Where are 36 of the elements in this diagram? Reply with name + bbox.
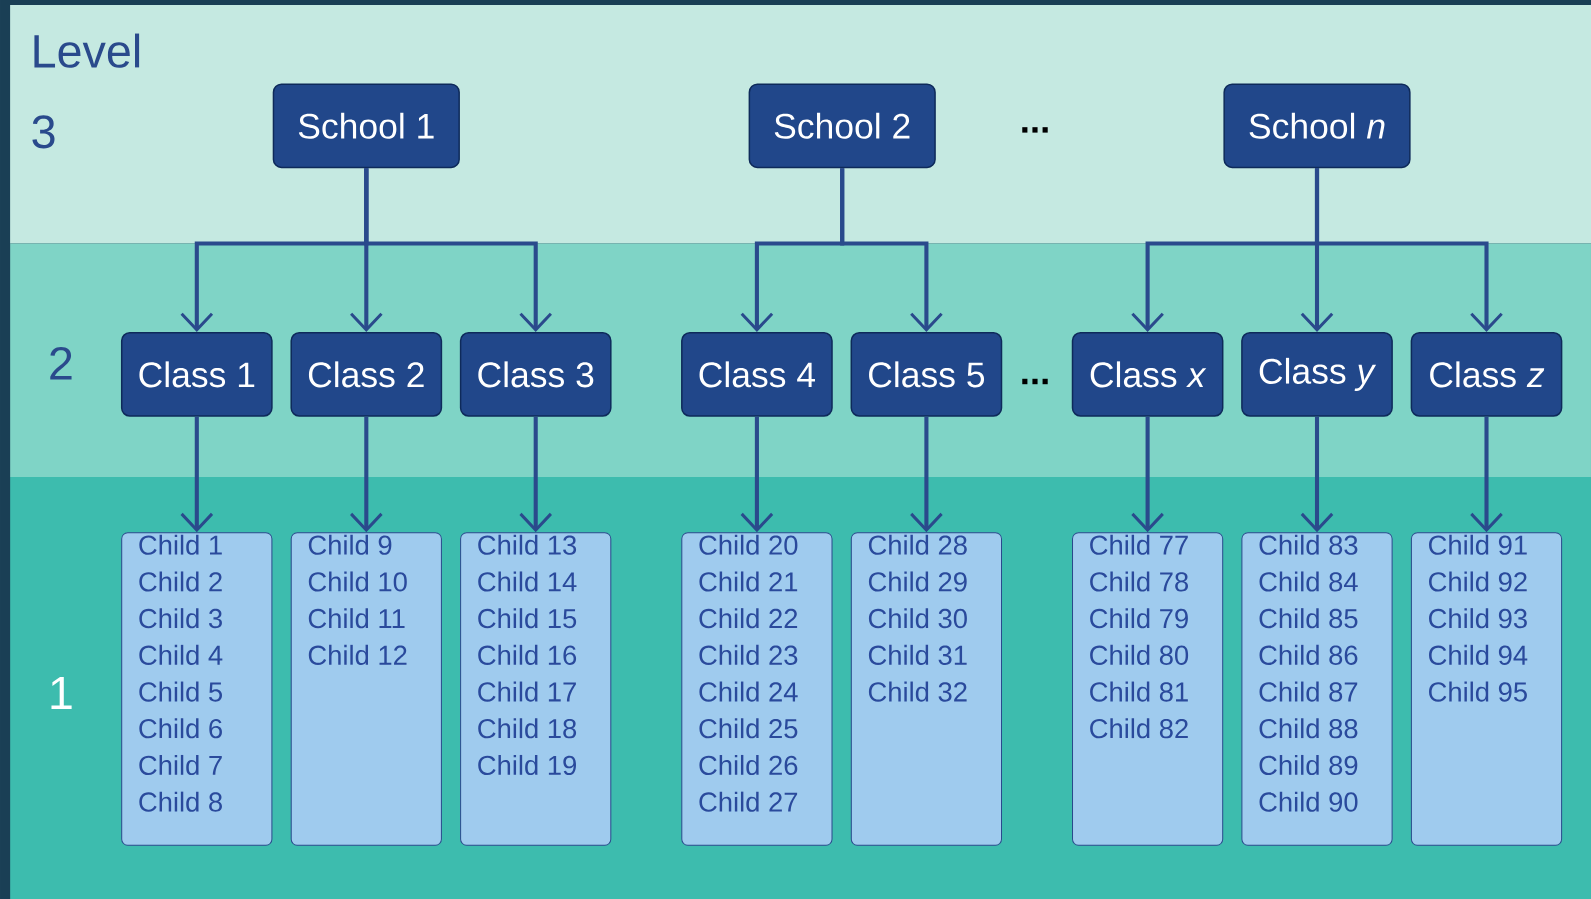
class-box: Class y [1241, 332, 1393, 417]
child-list-box: Child 77 Child 78 Child 79 Child 80 Child 81 Child 82 [1072, 532, 1224, 846]
arrow [180, 416, 214, 533]
class-box: Class x [1071, 332, 1224, 417]
class-box: Class 2 [290, 332, 443, 417]
arrow [910, 416, 943, 533]
child-list-box: Child 1 Child 2 Child 3 Child 4 Child 5 Child 6 Child 7 Child 8 [121, 532, 273, 846]
child-list-box: Child 91 Child 92 Child 93 Child 94 Child 95 [1410, 532, 1563, 846]
class-box: Class 3 [459, 332, 612, 417]
arrow [1131, 416, 1164, 533]
class-box: Class 4 [681, 332, 833, 417]
arrow [364, 168, 552, 333]
class-box: Class 5 [850, 332, 1003, 417]
level-label: 1 [51, 676, 72, 710]
arrow [350, 416, 383, 533]
school-box: School 2 [748, 83, 936, 169]
arrow [1314, 168, 1503, 333]
ellipsis: ... [1022, 378, 1048, 385]
child-list-box: Child 13 Child 14 Child 15 Child 16 Child 17 Child 18 Child 19 [460, 532, 612, 846]
child-list-box: Child 28 Child 29 Child 30 Child 31 Child 32 [850, 532, 1002, 846]
arrow [519, 416, 552, 533]
level-label: Level [34, 33, 140, 68]
level-label: 3 [32, 115, 55, 149]
level-label: 2 [50, 347, 72, 380]
arrow [840, 168, 943, 333]
ellipsis: ... [1022, 127, 1048, 133]
arrow [1300, 416, 1334, 533]
child-list-box: Child 83 Child 84 Child 85 Child 86 Child 87 Child 88 Child 89 Child 90 [1241, 532, 1393, 846]
arrow [1470, 416, 1503, 533]
arrow [740, 416, 774, 533]
class-box: Class z [1410, 332, 1563, 417]
school-box: School n [1223, 83, 1411, 169]
school-box: School 1 [272, 83, 460, 169]
class-box: Class 1 [120, 332, 273, 417]
child-list-box: Child 9 Child 10 Child 11 Child 12 [290, 532, 442, 846]
child-list-box: Child 20 Child 21 Child 22 Child 23 Child 24 Child 25 Child 26 Child 27 [681, 532, 833, 846]
